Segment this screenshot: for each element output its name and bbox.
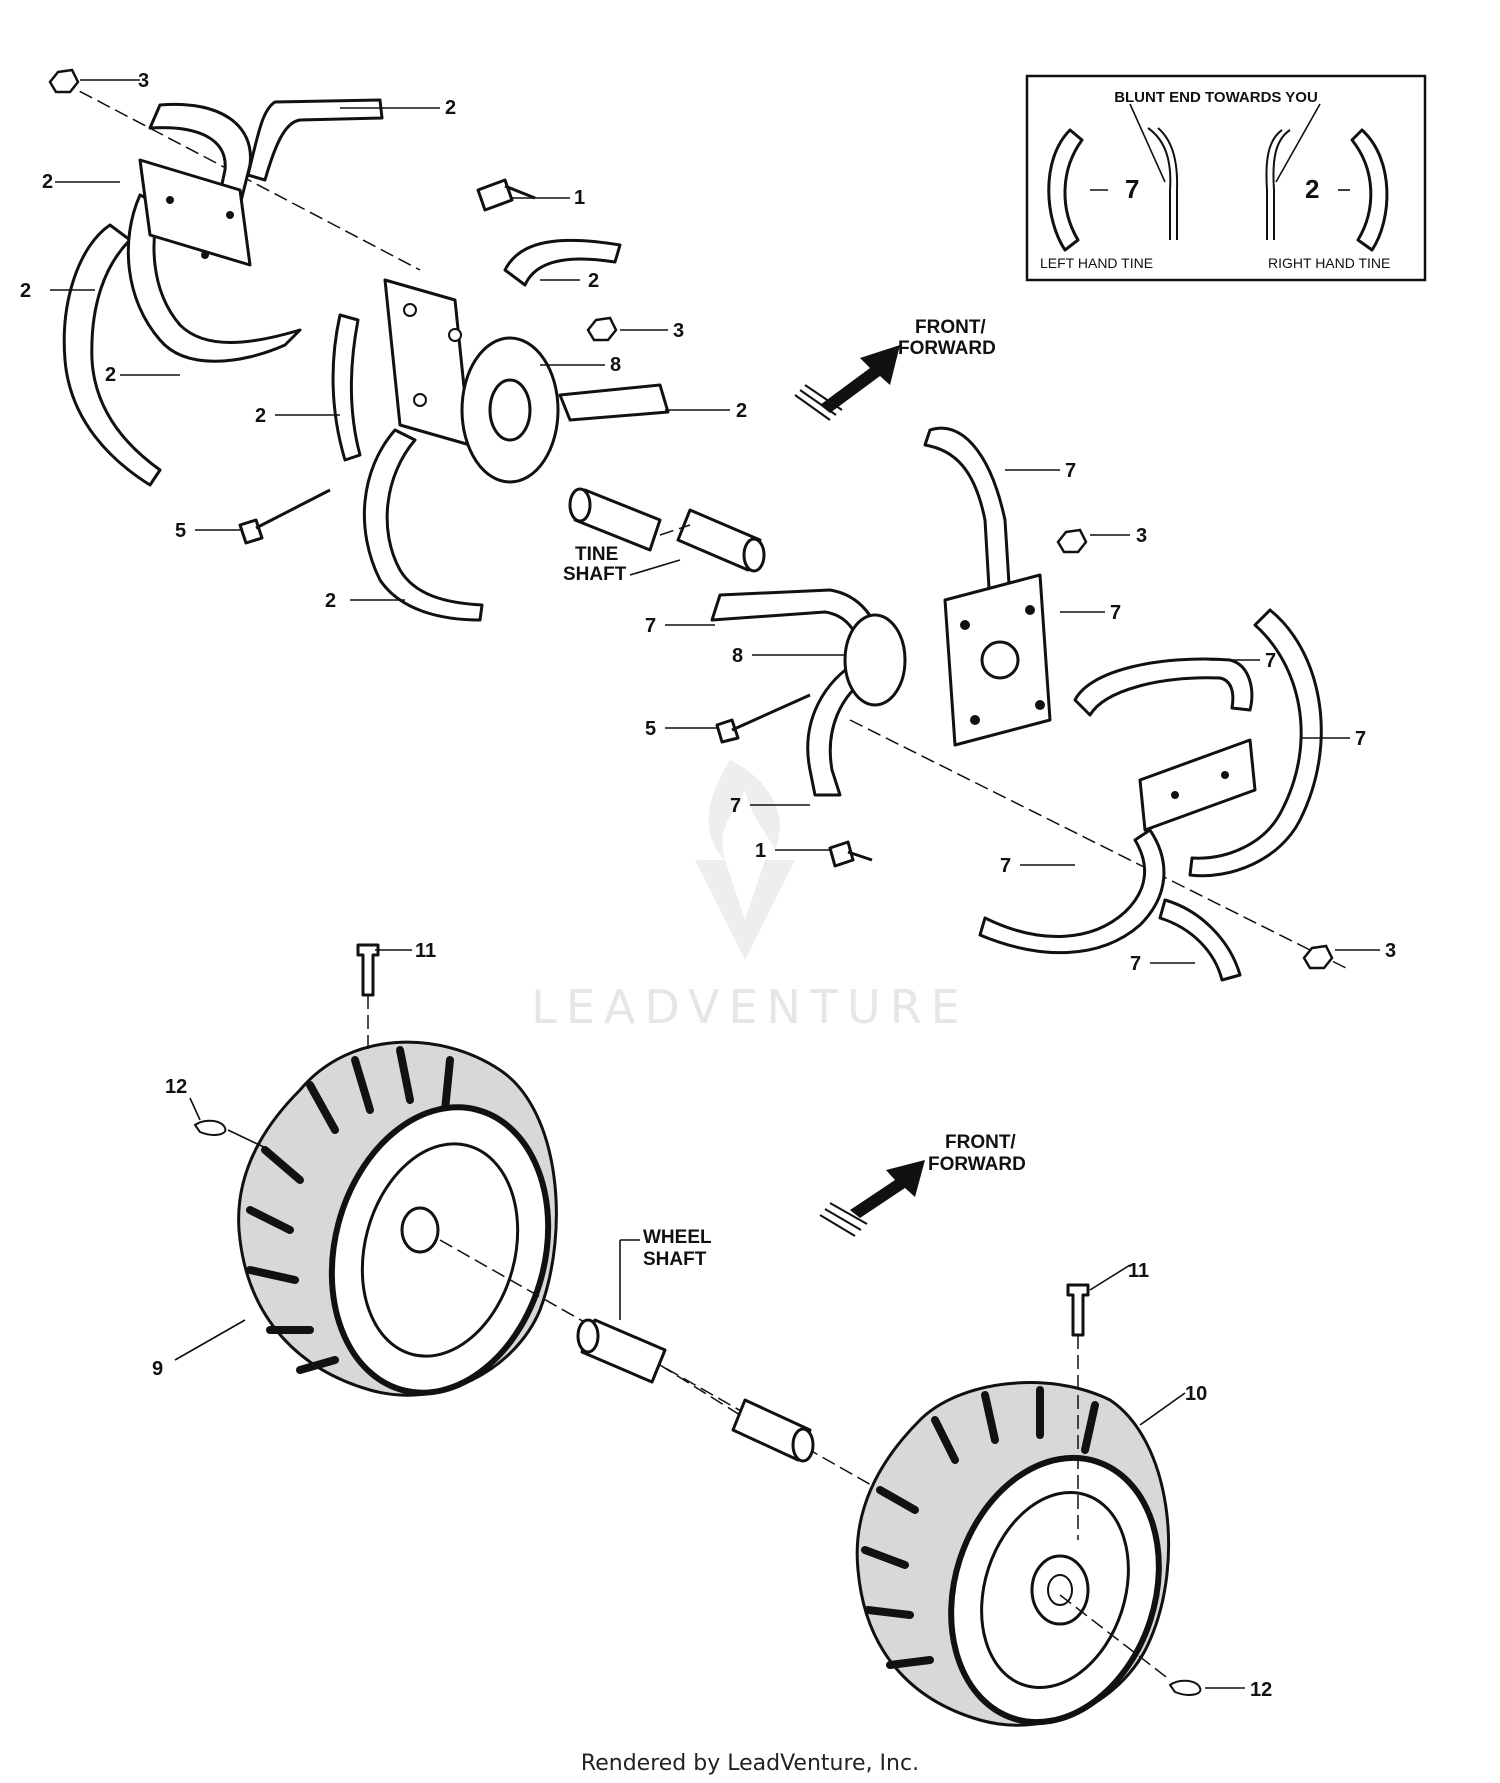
tine-shaft-label-line2: SHAFT xyxy=(563,564,627,585)
right-outer-plate xyxy=(1138,738,1257,832)
left-wheel-clip-12-icon xyxy=(193,1119,227,1136)
left-tine-outer-2 xyxy=(246,98,384,182)
inset-left-caption: LEFT HAND TINE xyxy=(1040,255,1153,271)
callout-3-top-left: 3 xyxy=(138,70,149,92)
right-bolt-1-icon xyxy=(828,840,873,868)
callout-12-left-wheel: 12 xyxy=(165,1076,187,1098)
callout-12-right-wheel: 12 xyxy=(1250,1679,1272,1701)
callout-5-left-bolt: 5 xyxy=(175,520,186,542)
callout-11-left-wheel: 11 xyxy=(415,940,436,962)
right-hub-washer xyxy=(843,613,907,707)
left-hub-plate xyxy=(383,278,472,447)
right-nut-3-top-icon xyxy=(1056,528,1088,554)
right-wheel-bolt-11-icon xyxy=(1066,1283,1090,1337)
left-bolt-1-icon xyxy=(476,178,536,212)
watermark-logo-icon xyxy=(708,760,780,860)
callout-7-far-right: 7 xyxy=(1355,728,1366,750)
left-hand-tine-edge-icon xyxy=(1147,127,1179,240)
tine-shaft-label-line1: TINE xyxy=(575,544,618,565)
inset-right-caption: RIGHT HAND TINE xyxy=(1268,255,1390,271)
left-wheel-bolt-11-icon xyxy=(356,943,380,997)
callout-1-right-bolt: 1 xyxy=(755,840,766,862)
direction-top-line1: FRONT/ xyxy=(915,317,986,338)
footer-credit: Rendered by LeadVenture, Inc. xyxy=(581,1751,919,1776)
left-tine-outer-4 xyxy=(126,193,302,363)
callout-2-top-right: 2 xyxy=(445,97,456,119)
callout-7-upper-right: 7 xyxy=(1265,650,1276,672)
callout-3-right-top-nut: 3 xyxy=(1136,525,1147,547)
right-tine-top xyxy=(923,426,1012,607)
watermark-text: LEADVENTURE xyxy=(531,980,969,1034)
tine-orientation-inset: BLUNT END TOWARDS YOU 7 LEFT HAND TINE 2… xyxy=(1025,74,1427,282)
callout-7-lower-center: 7 xyxy=(1000,855,1011,877)
left-hub-tine-left xyxy=(331,313,362,462)
callout-2-far-left: 2 xyxy=(20,280,31,302)
left-hub-tine-top xyxy=(503,238,622,287)
callout-8-left-washer: 8 xyxy=(610,354,621,376)
left-nut-3-hub-icon xyxy=(586,316,618,342)
direction-bottom-line2: FORWARD xyxy=(928,1154,1026,1175)
left-nut-3-top-icon xyxy=(48,68,80,94)
callout-2-lower-left: 2 xyxy=(105,364,116,386)
callout-2-hub-top: 2 xyxy=(588,270,599,292)
inset-left-number: 7 xyxy=(1125,174,1139,204)
callout-10-right-wheel: 10 xyxy=(1185,1383,1207,1405)
left-hub-tine-lower xyxy=(362,428,484,622)
tine-shaft xyxy=(568,487,766,576)
callout-2-bottom: 2 xyxy=(325,590,336,612)
callout-7-top: 7 xyxy=(1065,460,1076,482)
left-hand-tine-side-icon xyxy=(1047,128,1084,252)
right-nut-3-bottom-icon xyxy=(1302,944,1334,970)
left-hub-tine-right xyxy=(558,383,670,422)
right-hand-tine-edge-icon xyxy=(1265,129,1291,240)
right-wheel-assembly xyxy=(855,1264,1245,1727)
callout-5-right-bolt: 5 xyxy=(645,718,656,740)
direction-top-line2: FORWARD xyxy=(898,338,996,359)
callout-9-left-wheel: 9 xyxy=(152,1358,163,1380)
inset-right-number: 2 xyxy=(1305,174,1319,204)
forward-arrow-icon-top xyxy=(820,345,900,413)
callout-11-right-wheel: 11 xyxy=(1128,1260,1149,1282)
watermark-v-icon xyxy=(695,860,795,960)
right-wheel-clip-12-icon xyxy=(1168,1679,1202,1696)
direction-arrow-top xyxy=(794,345,900,421)
callout-3-hub-nut: 3 xyxy=(673,320,684,342)
right-tine-far-right xyxy=(1188,608,1323,878)
right-tine-assembly xyxy=(665,426,1380,982)
callout-2-upper-left: 2 xyxy=(42,171,53,193)
left-bolt-5-icon xyxy=(238,488,331,545)
wheel-shaft-label-line1: WHEEL xyxy=(643,1227,712,1248)
callout-2-hub-left: 2 xyxy=(255,405,266,427)
callout-3-right-bottom-nut: 3 xyxy=(1385,940,1396,962)
direction-arrow-bottom xyxy=(819,1160,925,1237)
left-tine-assembly xyxy=(48,68,730,622)
right-tine-bottom xyxy=(1158,898,1242,982)
direction-bottom-line1: FRONT/ xyxy=(945,1132,1016,1153)
callout-2-hub-right: 2 xyxy=(736,400,747,422)
watermark: LEADVENTURE xyxy=(531,760,969,1034)
callout-7-left: 7 xyxy=(645,615,656,637)
callout-8-right-washer: 8 xyxy=(732,645,743,667)
callout-7-hub-right: 7 xyxy=(1110,602,1121,624)
callout-1-left-bolt: 1 xyxy=(574,187,585,209)
left-tine-plate xyxy=(138,158,252,267)
right-bolt-5-icon xyxy=(715,693,811,744)
right-tine-upper-right xyxy=(1073,657,1254,717)
left-wheel-hub xyxy=(400,1206,440,1254)
forward-arrow-icon-bottom xyxy=(850,1160,925,1218)
wheel-shaft xyxy=(576,1239,815,1463)
callout-7-lower-left: 7 xyxy=(730,795,741,817)
callout-7-bottom: 7 xyxy=(1130,953,1141,975)
right-hand-tine-side-icon xyxy=(1350,128,1389,252)
inset-title: BLUNT END TOWARDS YOU xyxy=(1114,89,1318,106)
right-tine-lower-center xyxy=(978,828,1166,955)
wheel-shaft-label-line2: SHAFT xyxy=(643,1249,707,1270)
